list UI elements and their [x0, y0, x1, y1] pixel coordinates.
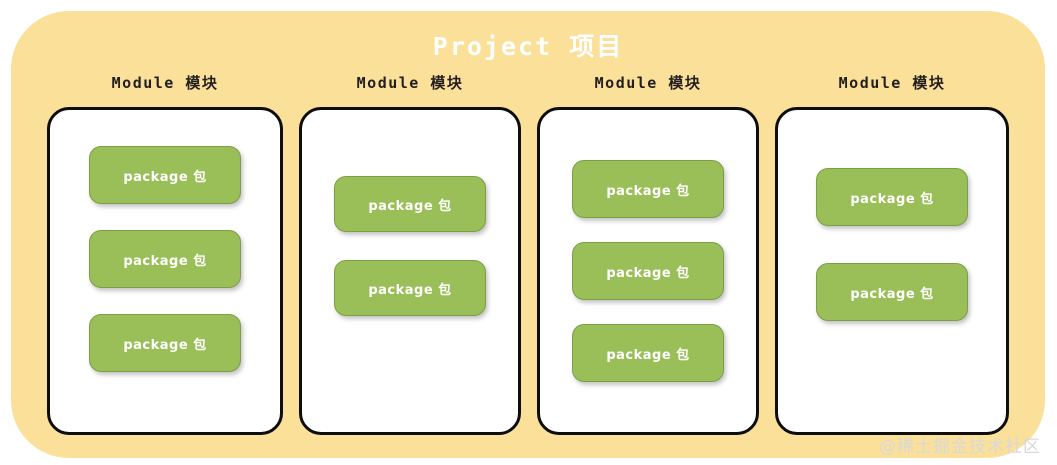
package-box: package 包	[334, 260, 486, 316]
package-stack-4: package 包 package 包	[778, 168, 1006, 321]
package-box: package 包	[572, 324, 724, 382]
package-box: package 包	[572, 242, 724, 300]
package-box: package 包	[89, 146, 241, 204]
module-column-4: Module 模块 package 包 package 包	[775, 73, 1009, 435]
module-column-3: Module 模块 package 包 package 包 package 包	[537, 73, 759, 435]
modules-row: Module 模块 package 包 package 包 package 包 …	[47, 73, 1009, 435]
package-box: package 包	[816, 168, 968, 226]
module-title-1: Module 模块	[111, 74, 219, 92]
module-column-1: Module 模块 package 包 package 包 package 包	[47, 73, 283, 435]
project-panel: Project 项目 Module 模块 package 包 package 包…	[11, 11, 1045, 458]
package-box: package 包	[816, 263, 968, 321]
module-box-4: package 包 package 包	[775, 107, 1009, 435]
module-column-2: Module 模块 package 包 package 包	[299, 73, 521, 435]
package-box: package 包	[89, 314, 241, 372]
module-title-2: Module 模块	[356, 74, 464, 92]
package-stack-1: package 包 package 包 package 包	[50, 146, 280, 372]
project-title: Project 项目	[432, 32, 624, 61]
module-title-3: Module 模块	[594, 74, 702, 92]
package-stack-2: package 包 package 包	[302, 176, 518, 316]
package-box: package 包	[334, 176, 486, 232]
package-box: package 包	[572, 160, 724, 218]
module-box-3: package 包 package 包 package 包	[537, 107, 759, 435]
package-box: package 包	[89, 230, 241, 288]
package-stack-3: package 包 package 包 package 包	[540, 160, 756, 382]
module-box-1: package 包 package 包 package 包	[47, 107, 283, 435]
module-box-2: package 包 package 包	[299, 107, 521, 435]
module-title-4: Module 模块	[838, 74, 946, 92]
watermark: @稀土掘金技术社区	[879, 437, 1041, 457]
